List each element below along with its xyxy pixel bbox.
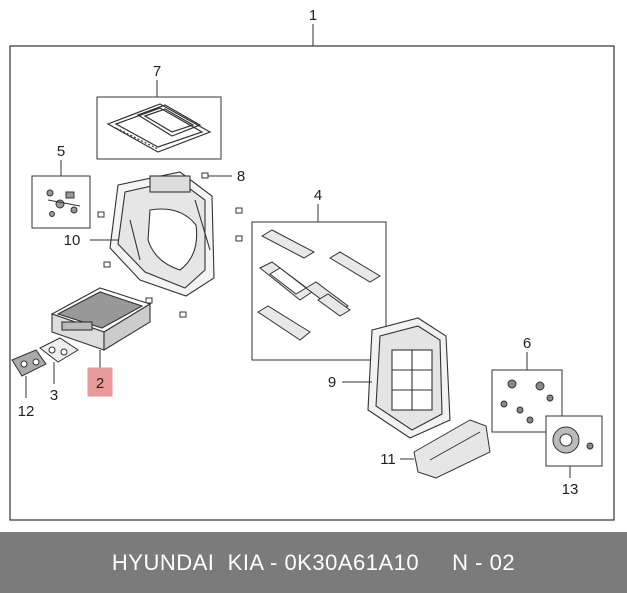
callout-13: 13 bbox=[562, 481, 579, 498]
callout-5: 5 bbox=[57, 143, 65, 160]
clips bbox=[97, 172, 243, 318]
plate-part-12 bbox=[11, 349, 47, 377]
part-number-text: HYUNDAI KIA - 0K30A61A10 N - 02 bbox=[111, 549, 516, 575]
callout-8: 8 bbox=[237, 168, 245, 185]
callout-2: 2 bbox=[96, 375, 104, 392]
actuator-motor-drawing bbox=[552, 426, 594, 454]
cover-part-11 bbox=[413, 419, 491, 479]
part-2-highlight bbox=[87, 367, 113, 397]
part-number-footer: HYUNDAI KIA - 0K30A61A10 N - 02 bbox=[0, 532, 627, 593]
gasket-seal-drawing bbox=[106, 103, 212, 153]
callout-6: 6 bbox=[523, 335, 531, 352]
callout-1: 1 bbox=[309, 7, 317, 24]
callout-7: 7 bbox=[153, 63, 161, 80]
heater-case-part-9 bbox=[367, 317, 451, 439]
actuator-linkage-drawing bbox=[46, 189, 81, 217]
heater-housing-part-10 bbox=[109, 171, 215, 297]
actuator-parts-drawing bbox=[500, 379, 554, 424]
callout-4: 4 bbox=[314, 187, 322, 204]
damper-doors-drawing bbox=[257, 229, 381, 341]
callout-11: 11 bbox=[380, 451, 396, 468]
callout-12: 12 bbox=[18, 403, 35, 420]
heater-core-part-2 bbox=[50, 287, 152, 351]
assembly-frame bbox=[9, 45, 615, 521]
callout-10: 10 bbox=[64, 232, 81, 249]
callout-9: 9 bbox=[328, 374, 336, 391]
exploded-parts-diagram: 1 7 5 10 8 bbox=[9, 7, 615, 521]
callout-3: 3 bbox=[50, 387, 58, 404]
gasket-part-3 bbox=[39, 337, 79, 363]
